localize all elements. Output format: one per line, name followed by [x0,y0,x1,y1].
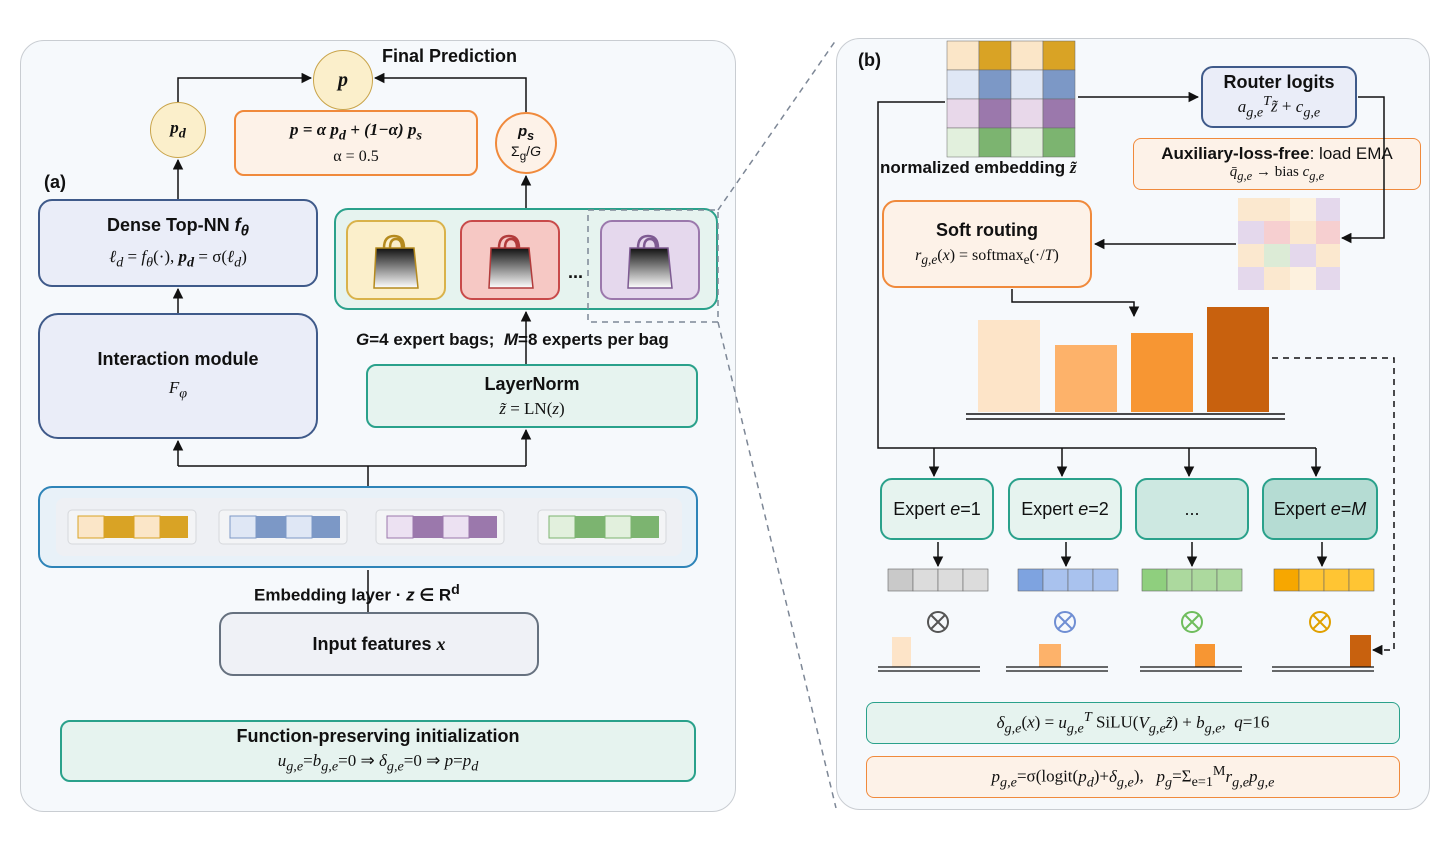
dense-top-nn-box: Dense Top-NN fθ ℓd = fθ(·), pd = σ(ℓd) [38,199,318,287]
init-box: Function-preserving initialization ug,e=… [60,720,696,782]
p-node: p [313,50,373,110]
interaction-formula: Fφ [168,378,188,402]
interaction-title: Interaction module [97,349,259,370]
routing-dashed-arrow [1272,357,1395,656]
aux-formula: q̄g,e → bias cg,e [1229,164,1325,183]
bag-icon-1 [373,234,419,289]
combine-formula-box: p = α pd + (1−α) ps α = 0.5 [234,110,478,176]
delta-formula: δg,e(x) = ug,eT SiLU(Vg,ez̃) + bg,e, q=1… [996,708,1270,737]
dense-formula: ℓd = fθ(·), pd = σ(ℓd) [109,247,247,271]
embedding-caption: Embedding layer · z ∈ Rd [254,582,460,605]
layernorm-formula: z̃ = LN(z) [499,398,565,418]
layernorm-box: LayerNorm z̃ = LN(z) [366,364,698,428]
router-logits-box: Router logits ag,eTz̃ + cg,e [1201,66,1357,128]
dense-title: Dense Top-NN fθ [106,214,250,240]
otimes-icons [927,611,1331,633]
combine-formula: p = α pd + (1−α) ps [290,119,422,144]
routing-bar-2 [1055,345,1117,412]
soft-routing-box: Soft routing rg,e(x) = softmaxe(·/T) [882,200,1092,288]
pd-label: pd [170,117,186,142]
bags-ellipsis: ... [568,262,584,282]
init-title: Function-preserving initialization [236,726,520,747]
otimes-icon-3 [1181,611,1203,633]
expert-output-vectors [887,568,1375,592]
expert-2: Expert e=2 [1008,478,1122,540]
interaction-module-box: Interaction module Fφ [38,313,318,439]
otimes-icon-2 [1054,611,1076,633]
panel-a-label: (a) [44,172,66,192]
router-formula: ag,eTz̃ + cg,e [1237,93,1321,121]
input-features-box: Input features x [219,612,539,676]
p-formula-box: pg,e=σ(logit(pd)+δg,e), pg=Σe=1Mrg,epg,e [866,756,1400,798]
input-title: Input features x [312,633,446,654]
expert-m: Expert e=M [1262,478,1378,540]
aux-title: Auxiliary-loss-free: load EMA [1161,144,1393,163]
otimes-icon-4 [1309,611,1331,633]
embedding-tokens [67,509,667,545]
otimes-icon-1 [927,611,949,633]
alpha-text: α = 0.5 [333,148,379,166]
ps-sub: Σg/G [511,143,541,163]
routing-weight-bars [966,307,1285,420]
delta-formula-box: δg,e(x) = ug,eT SiLU(Vg,ez̃) + bg,e, q=1… [866,702,1400,744]
soft-title: Soft routing [936,219,1038,240]
panel-a-arrows [172,72,532,612]
ps-label: ps [517,123,535,144]
routing-bar-1 [978,320,1040,412]
bags-caption: G=4 expert bags; M=8 experts per bag [356,330,669,349]
bag-icon-2 [488,234,534,289]
norm-embedding-grid [946,40,1076,158]
expert-ellipsis: ... [1135,478,1249,540]
panel-b-arrows [877,91,1385,568]
bag-icon-3 [627,234,673,289]
ps-node: ps Σg/G [495,112,557,174]
router-heat-grid [1238,198,1340,290]
final-prediction-label: Final Prediction [382,46,518,66]
expert-1: Expert e=1 [880,478,994,540]
panel-b-label: (b) [858,50,881,70]
routing-bar-4 [1207,307,1269,412]
small-weight-bars [878,635,1374,672]
p-formula: pg,e=σ(logit(pd)+δg,e), pg=Σe=1Mrg,epg,e [991,762,1275,791]
init-formula: ug,e=bg,e=0 ⇒ δg,e=0 ⇒ p=pd [277,751,479,775]
aux-loss-free-box: Auxiliary-loss-free: load EMA q̄g,e → bi… [1133,138,1421,190]
norm-embedding-caption: normalized embedding z̃ [880,158,1077,177]
zoom-lines [587,39,837,809]
pd-node: pd [150,102,206,158]
router-title: Router logits [1223,72,1335,93]
routing-bar-3 [1131,333,1193,412]
bag-icons [373,234,673,289]
layernorm-title: LayerNorm [484,373,580,394]
p-label: p [338,68,348,91]
soft-formula: rg,e(x) = softmaxe(·/T) [915,246,1059,268]
